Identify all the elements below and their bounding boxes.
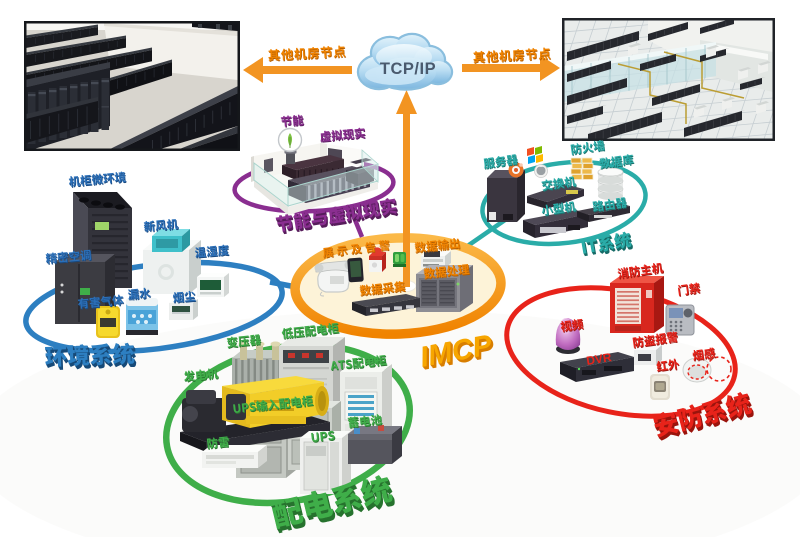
svg-text:DVR: DVR [585,350,613,368]
svg-text:TCP/IP: TCP/IP [380,60,436,78]
